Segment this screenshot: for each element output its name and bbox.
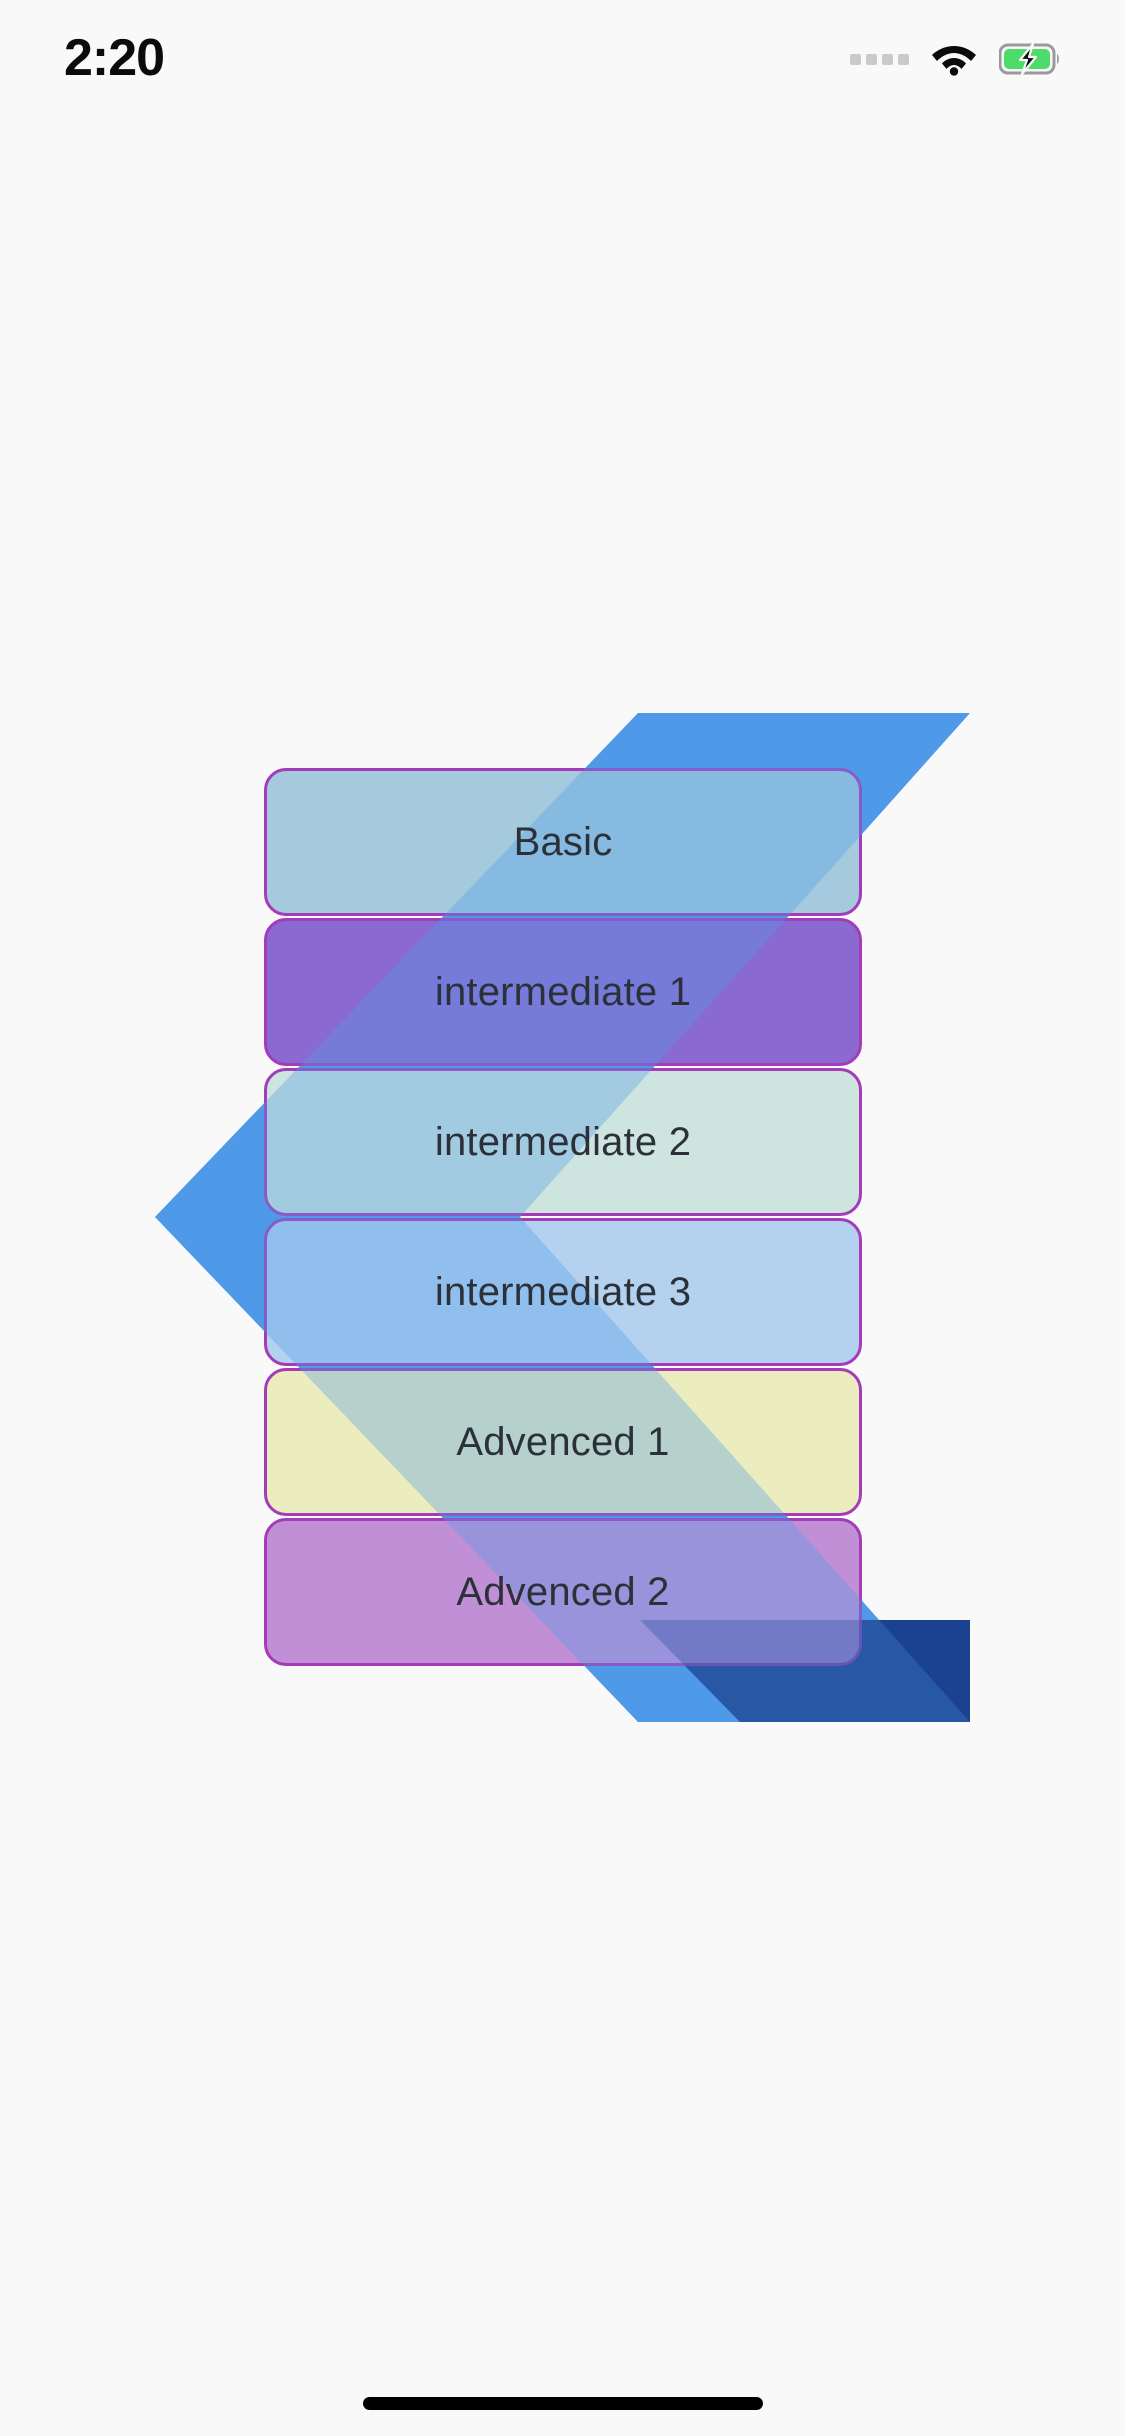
level-card-advenced-2[interactable]: Advenced 2 [264, 1518, 862, 1666]
level-card-label: Advenced 2 [456, 1569, 670, 1614]
status-bar: 2:20 [0, 0, 1125, 110]
battery-charging-icon [998, 42, 1061, 76]
level-card-basic[interactable]: Basic [264, 768, 862, 916]
status-bar-clock: 2:20 [64, 29, 165, 87]
signal-dots-icon [850, 53, 909, 65]
status-bar-indicators [850, 42, 1061, 76]
level-card-stack: Basic intermediate 1 intermediate 2 inte… [264, 768, 862, 1668]
level-card-label: Advenced 1 [456, 1419, 670, 1464]
home-indicator[interactable] [362, 2397, 763, 2410]
level-card-intermediate-3[interactable]: intermediate 3 [264, 1218, 862, 1366]
level-card-advenced-1[interactable]: Advenced 1 [264, 1368, 862, 1516]
level-card-intermediate-2[interactable]: intermediate 2 [264, 1068, 862, 1216]
level-card-label: intermediate 1 [434, 969, 692, 1014]
level-card-intermediate-1[interactable]: intermediate 1 [264, 918, 862, 1066]
level-card-label: Basic [513, 819, 613, 864]
level-card-label: intermediate 2 [434, 1119, 692, 1164]
level-card-label: intermediate 3 [434, 1269, 692, 1314]
wifi-icon [931, 42, 977, 76]
